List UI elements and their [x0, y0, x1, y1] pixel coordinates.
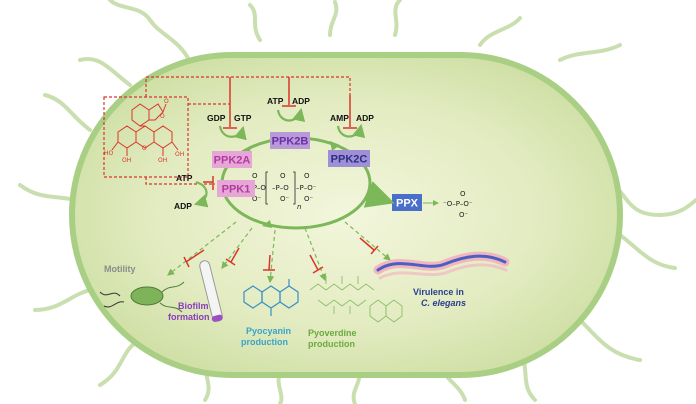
- link-pyoverdine: [304, 227, 327, 282]
- flagellum: [108, 0, 192, 64]
- flagellum: [98, 338, 142, 387]
- ppk2b-out-label: ADP: [292, 96, 310, 106]
- inhibitor-compound-structure: [111, 103, 179, 156]
- ppk1-box: [217, 180, 255, 197]
- svg-text:–P–O⁻: –P–O⁻: [296, 184, 317, 192]
- orthophosphate: ⁻O–P–O⁻ O O⁻: [443, 190, 473, 219]
- svg-text:O: O: [304, 172, 310, 180]
- phenotype-links: [167, 221, 391, 284]
- pyocyanin-label-line2: production: [241, 337, 288, 347]
- svg-text:O⁻: O⁻: [252, 195, 262, 203]
- flagellum: [558, 43, 622, 62]
- svg-text:OH: OH: [175, 151, 184, 158]
- enzyme-ppk1: PPK1: [217, 180, 255, 197]
- motility-label: Motility: [104, 264, 136, 274]
- svg-text:O⁻: O⁻: [459, 211, 469, 219]
- ppk2c-out-label: ADP: [356, 113, 374, 123]
- ppk2c-label: PPK2C: [331, 154, 368, 166]
- flagellum: [618, 233, 677, 270]
- svg-text:–P–O: –P–O: [272, 184, 289, 192]
- ppx-label: PPX: [396, 198, 419, 210]
- inhibitor-dash-line: [145, 177, 215, 185]
- svg-text:⁻O–P–O⁻: ⁻O–P–O⁻: [443, 200, 473, 208]
- ppk2b-label: PPK2B: [272, 136, 309, 148]
- svg-text:O⁻: O⁻: [304, 195, 314, 203]
- ppk2b-in-label: ATP: [267, 96, 284, 106]
- c-elegans-illustration: [373, 251, 510, 280]
- ppk2c-in-label: AMP: [330, 113, 349, 123]
- phenotype-labels: Motility Biofilm formation Pyocyanin pro…: [104, 264, 466, 349]
- svg-text:O: O: [160, 113, 165, 120]
- svg-text:OH: OH: [122, 157, 131, 164]
- ppk2a-box: [212, 151, 252, 168]
- biofilm-label-line2: formation: [168, 312, 210, 322]
- inhibitor-arrows: [203, 77, 357, 190]
- link-virulence: [344, 221, 391, 261]
- test-tube-illustration: [199, 260, 223, 322]
- enzyme-ppk2a: PPK2A: [212, 151, 252, 168]
- ppk2a-out-label: GTP: [234, 113, 252, 123]
- flagellum: [78, 57, 132, 87]
- flagellum: [33, 288, 92, 312]
- svg-text:OH: OH: [158, 157, 167, 164]
- enzyme-ppk2b: PPK2B: [270, 132, 310, 149]
- compound-atom-labels: O O HO OH O OH OH: [104, 98, 184, 164]
- svg-text:O: O: [164, 98, 169, 105]
- cofactor-labels: GDP GTP ATP ADP AMP ADP ATP ADP: [174, 96, 374, 211]
- ppk1-in-label: ATP: [176, 173, 193, 183]
- ppk2c-box: [328, 150, 370, 167]
- svg-text:O: O: [142, 145, 147, 152]
- svg-text:O⁻: O⁻: [280, 195, 290, 203]
- inhibitor-dash-line: [145, 76, 351, 97]
- flagellum: [248, 3, 262, 42]
- flagellum: [578, 318, 642, 362]
- flagellum: [43, 93, 92, 132]
- enzyme-ppx: PPX: [392, 194, 422, 211]
- pyocyanin-label-line1: Pyocyanin: [246, 326, 291, 336]
- link-biofilm: [221, 227, 253, 269]
- flagellum: [608, 178, 696, 218]
- ppk2a-in-label: GDP: [207, 113, 226, 123]
- pyoverdine-structure: [309, 276, 403, 323]
- ppx-box: [392, 194, 422, 211]
- flagellum: [18, 183, 77, 202]
- flagellum: [328, 0, 339, 37]
- ppk1-out-label: ADP: [174, 201, 192, 211]
- inhibitor-network: [103, 76, 351, 185]
- phenotype-inhibitions: [183, 237, 379, 274]
- ppk2b-box: [270, 132, 310, 149]
- virulence-label-line1: Virulence in: [413, 287, 464, 297]
- svg-text:HO: HO: [104, 150, 114, 157]
- ppk2a-label: PPK2A: [214, 155, 251, 167]
- ppk1-label: PPK1: [222, 184, 251, 196]
- flagellum: [478, 16, 522, 47]
- link-pyocyanin: [266, 229, 276, 284]
- virulence-label-line2: C. elegans: [421, 298, 466, 308]
- svg-text:O: O: [252, 172, 258, 180]
- svg-text:O: O: [280, 172, 286, 180]
- cofactor-arrows: [193, 107, 439, 208]
- polyp-subscript: n: [297, 203, 301, 211]
- enzyme-ppk2c: PPK2C: [328, 150, 370, 167]
- pyocyanin-structure: [243, 279, 299, 316]
- svg-text:O: O: [460, 190, 466, 198]
- pyoverdine-label-line2: production: [308, 339, 355, 349]
- biofilm-label-line1: Biofilm: [178, 301, 209, 311]
- motile-bacterium-illustration: [99, 281, 185, 313]
- flagellum: [393, 0, 402, 37]
- pyoverdine-label-line1: Pyoverdine: [308, 328, 357, 338]
- link-motility: [167, 221, 237, 276]
